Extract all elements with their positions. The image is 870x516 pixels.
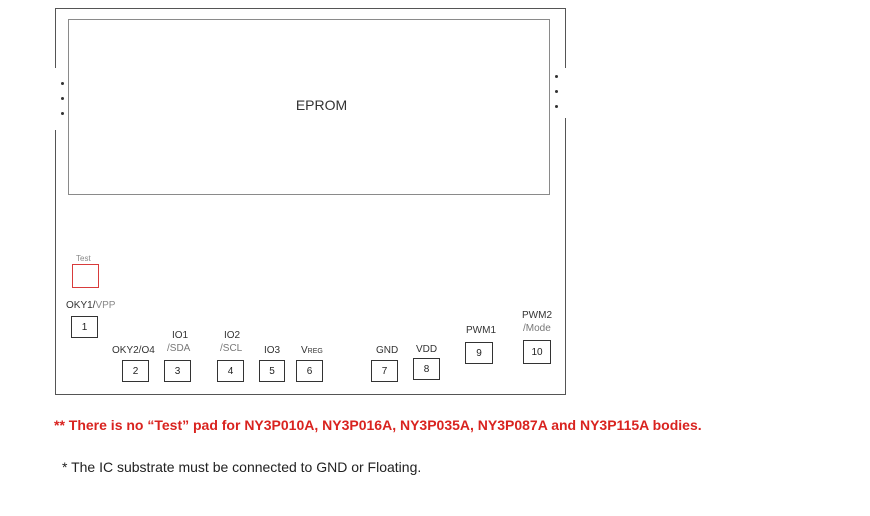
test-pad-label: Test [76,254,91,263]
pad-10-sublabel: /Mode [523,323,551,334]
pad-3-label: IO1 [172,330,189,341]
chip-outline [55,8,566,395]
pad-8: 8 [413,358,440,380]
pad-4-sublabel: /SCL [220,343,243,354]
right-dot [555,75,558,78]
pad-9-label: PWM1 [466,325,496,336]
pad-10: 10 [523,340,551,364]
left-dot [61,82,64,85]
left-outline-gap [52,68,58,130]
pad-9: 9 [465,342,493,364]
eprom-label: EPROM [295,97,348,113]
right-dot [555,90,558,93]
test-pad [72,264,99,288]
pad-8-label: VDD [416,344,438,355]
left-dot [61,97,64,100]
pad-3-sublabel: /SDA [167,343,191,354]
pad-4: 4 [217,360,244,382]
pad-6: 6 [296,360,323,382]
left-dot [61,112,64,115]
pad-4-label: IO2 [224,330,241,341]
pad-5: 5 [259,360,285,382]
right-dot [555,105,558,108]
pad-2-label: OKY2/O4 [112,345,155,356]
pad-6-label: VREG [301,345,323,356]
right-outline-gap [563,68,569,118]
pad-7-label: GND [376,345,399,356]
pad-2: 2 [122,360,149,382]
eprom-block [68,19,550,195]
substrate-note: * The IC substrate must be connected to … [62,459,422,475]
test-pad-note: ** There is no “Test” pad for NY3P010A, … [54,417,702,433]
pad-1-label: OKY1/VPP [66,300,116,311]
pad-10-label: PWM2 [522,310,552,321]
pad-5-label: IO3 [264,345,281,356]
pad-7: 7 [371,360,398,382]
pad-3: 3 [164,360,191,382]
pad-1: 1 [71,316,98,338]
